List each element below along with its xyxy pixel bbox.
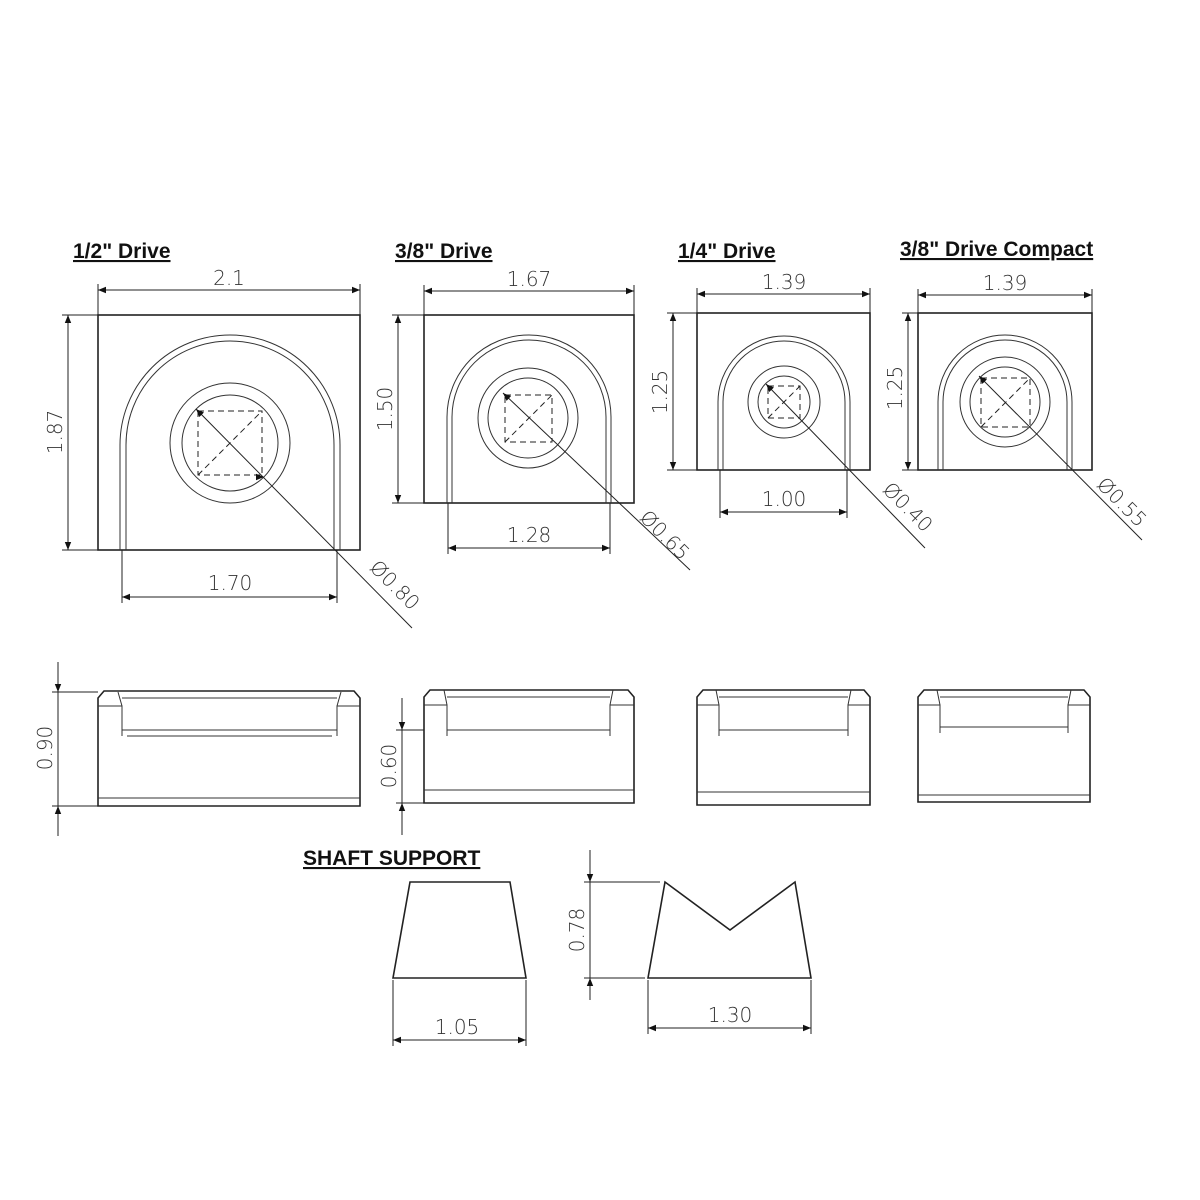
- dim-height: 1.50: [373, 387, 397, 432]
- dim-diameter: Ø0.40: [878, 477, 938, 537]
- dim-inner-width: 1.70: [208, 571, 253, 595]
- dim-height: 0.78: [565, 908, 589, 953]
- three-eighths-drive-front-view: 0.60: [377, 689, 635, 835]
- dim-diameter: Ø0.55: [1092, 472, 1152, 532]
- title-three-eighths-drive: 3/8" Drive: [395, 240, 493, 263]
- title-three-eighths-compact: 3/8" Drive Compact: [900, 238, 1093, 261]
- quarter-drive-front-view: [696, 689, 871, 806]
- dim-width: 1.67: [507, 267, 552, 291]
- dim-v-width: 1.30: [708, 1003, 753, 1027]
- title-quarter-drive: 1/4" Drive: [678, 240, 776, 263]
- dim-height: 1.25: [648, 370, 672, 415]
- dim-inner-width: 1.00: [762, 487, 807, 511]
- half-drive-front-view: 0.90: [33, 662, 361, 836]
- dim-inner-width: 1.28: [507, 523, 552, 547]
- dim-diameter: Ø0.80: [365, 555, 425, 615]
- dim-base-width: 1.05: [435, 1015, 480, 1039]
- half-drive-top-view: 2.1 1.87 1.70 Ø0.80: [43, 266, 425, 629]
- dim-width: 1.39: [762, 270, 807, 294]
- three-eighths-drive-top-view: 1.67 1.50 1.28 Ø0.65: [373, 267, 695, 571]
- shaft-support-side-view: 1.05: [392, 881, 527, 1046]
- dim-height: 1.25: [883, 366, 907, 411]
- dim-width: 2.1: [213, 266, 245, 290]
- dim-depth: 0.90: [33, 726, 57, 771]
- dim-diameter: Ø0.65: [635, 505, 695, 565]
- title-half-drive: 1/2" Drive: [73, 240, 171, 263]
- dim-height: 1.87: [43, 410, 67, 455]
- dim-depth: 0.60: [377, 744, 401, 789]
- dim-width: 1.39: [983, 271, 1028, 295]
- shaft-support-front-view: 0.78 1.30: [565, 850, 812, 1034]
- compact-drive-top-view: 1.39 1.25 Ø0.55: [883, 271, 1152, 541]
- compact-drive-front-view: [917, 689, 1091, 803]
- title-shaft-support: SHAFT SUPPORT: [303, 847, 481, 870]
